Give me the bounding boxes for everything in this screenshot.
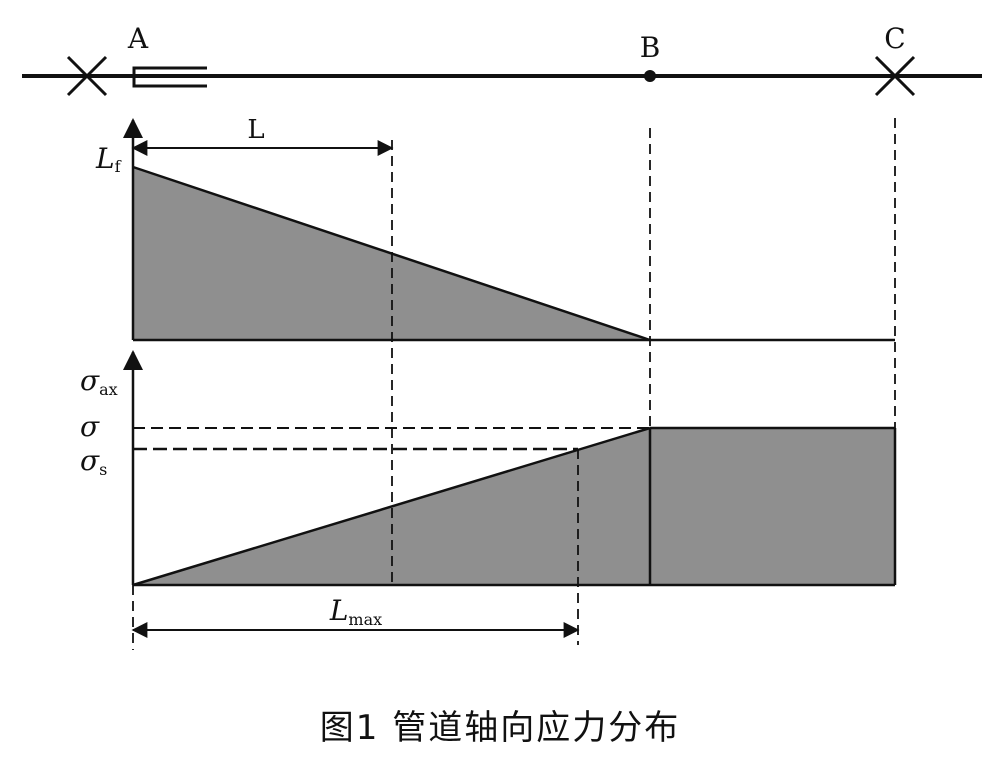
anchor-cross-left <box>66 55 108 97</box>
point-b-marker <box>644 70 656 82</box>
lower-slope-line <box>132 426 651 587</box>
figure-caption: 图1 管道轴向应力分布 <box>319 708 681 748</box>
upper-l-dimension-label: L <box>247 115 264 145</box>
point-a-label: A <box>127 22 149 55</box>
point-b-label: B <box>640 31 661 64</box>
lower-y-label: σax <box>80 364 118 399</box>
upper-y-label: Lf <box>95 142 122 176</box>
sigma-s-level-label: σs <box>80 444 107 479</box>
lower-stress-fill <box>133 428 895 585</box>
compensator-a-icon <box>132 66 207 88</box>
point-c-label: C <box>884 22 905 55</box>
sigma-level-label: σ <box>80 410 100 443</box>
lmax-dimension-label: Lmax <box>329 594 382 629</box>
anchor-cross-c <box>874 55 916 97</box>
